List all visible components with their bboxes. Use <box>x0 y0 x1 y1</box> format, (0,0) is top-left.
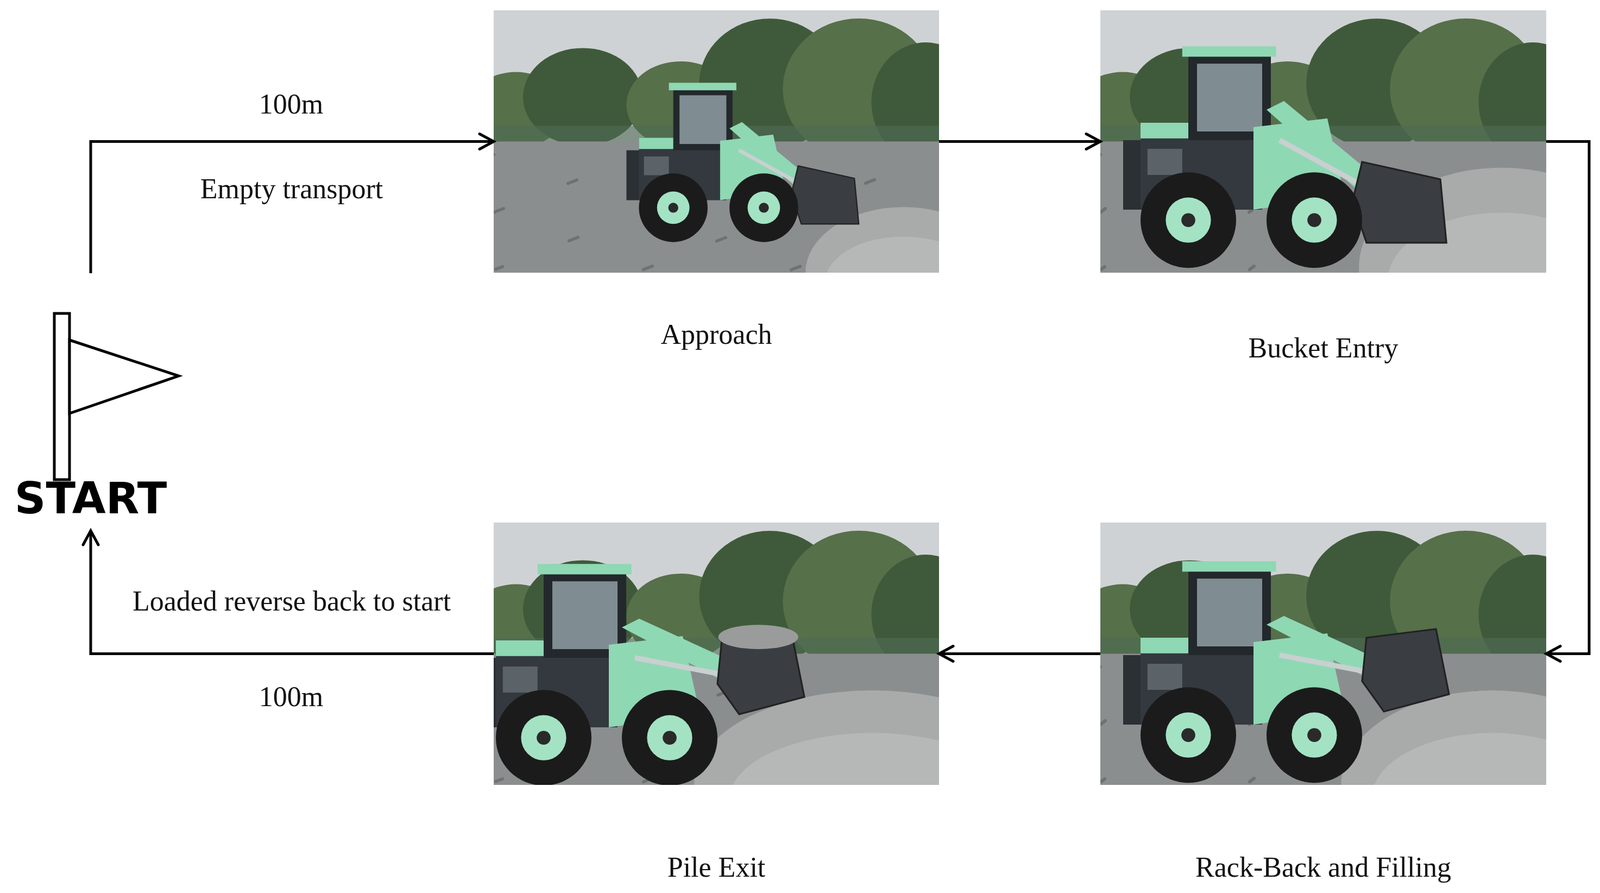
illustration-part <box>1182 561 1277 572</box>
illustration-part <box>493 522 940 785</box>
illustration-part <box>493 10 940 273</box>
illustration-part <box>501 206 506 211</box>
photo-panel: Rack-Back and Filling <box>1100 522 1547 785</box>
edge-label: Empty transport <box>200 172 384 206</box>
illustration-part <box>1362 628 1450 712</box>
distance-label: 100m <box>259 680 324 714</box>
illustration-part <box>723 235 728 239</box>
start-marker: START <box>6 309 175 525</box>
illustration-part <box>520 715 566 761</box>
illustration-part <box>646 715 692 761</box>
illustration-part <box>493 563 805 785</box>
illustration-part <box>1252 264 1256 268</box>
illustration-part <box>1123 561 1450 783</box>
illustration-part <box>69 339 179 414</box>
illustration-part <box>626 82 859 242</box>
illustration-part <box>1371 732 1547 785</box>
illustration-part <box>1165 197 1211 243</box>
illustration-part <box>634 657 727 676</box>
illustration-part <box>657 191 690 225</box>
illustration-part <box>500 777 505 781</box>
illustration-part <box>758 202 769 213</box>
illustration-part <box>1123 46 1447 268</box>
illustration-part <box>1352 161 1447 243</box>
illustration-part <box>872 178 877 182</box>
illustration-part <box>1266 172 1363 268</box>
illustration-part <box>1181 727 1196 742</box>
step-caption: Bucket Entry <box>1248 331 1399 365</box>
illustration-part <box>1100 153 1102 157</box>
illustration-part <box>575 178 579 182</box>
illustration-part <box>54 313 70 480</box>
step-caption: Rack-Back and Filling <box>1195 851 1452 884</box>
illustration-part <box>536 730 551 745</box>
illustration-part <box>576 235 580 239</box>
illustration-part <box>1252 776 1256 780</box>
flow-arrow <box>1546 141 1590 654</box>
illustration-part <box>1100 665 1102 669</box>
illustration-part <box>1291 197 1337 243</box>
step-caption: Approach <box>660 318 772 351</box>
illustration-part <box>747 191 781 225</box>
illustration-part <box>1266 687 1363 783</box>
illustration-part <box>1140 172 1237 268</box>
illustration-part <box>1182 46 1277 57</box>
illustration-part <box>1307 212 1322 228</box>
illustration-part <box>1140 687 1237 783</box>
illustration-part <box>537 563 632 575</box>
illustration-part <box>552 581 618 650</box>
illustration-part <box>638 173 708 243</box>
illustration-part <box>798 264 802 268</box>
illustration-part <box>729 732 940 785</box>
illustration-part <box>791 165 859 224</box>
step-caption: Pile Exit <box>667 851 766 884</box>
illustration-part <box>500 265 505 269</box>
illustration-part <box>1197 63 1263 132</box>
illustration-part <box>668 202 678 213</box>
illustration-part <box>1279 654 1371 673</box>
illustration-part <box>1100 522 1547 785</box>
illustration-part <box>1340 690 1547 785</box>
start-label: START <box>14 474 167 524</box>
photo-panel: Approach <box>493 10 940 273</box>
illustration-part <box>1103 265 1107 269</box>
illustration-part <box>718 624 799 650</box>
illustration-part <box>1307 727 1322 742</box>
illustration-part <box>1147 663 1183 690</box>
illustration-part <box>493 153 496 157</box>
illustration-part <box>1103 206 1107 211</box>
illustration-part <box>1100 10 1547 273</box>
illustration-part <box>502 666 538 693</box>
illustration-part <box>1147 148 1183 175</box>
flow-arrow <box>90 530 494 654</box>
photo-panel: Bucket Entry <box>1100 10 1547 273</box>
illustration-part <box>669 82 737 91</box>
illustration-part <box>679 95 727 144</box>
illustration-part <box>662 730 677 745</box>
photo-panel: Pile Exit <box>493 522 940 785</box>
illustration-part <box>694 690 940 785</box>
illustration-part <box>650 264 654 268</box>
illustration-part <box>729 173 798 243</box>
illustration-part <box>1103 719 1107 723</box>
edge-label: Loaded reverse back to start <box>132 584 451 618</box>
illustration-part <box>1197 578 1263 647</box>
illustration-part <box>644 156 670 176</box>
illustration-part <box>495 689 592 785</box>
flow-arrow <box>939 140 1101 143</box>
illustration-part <box>1165 712 1211 758</box>
illustration-part <box>1103 777 1107 781</box>
illustration-part <box>1291 712 1337 758</box>
illustration-part <box>824 236 940 273</box>
illustration-part <box>1181 212 1196 228</box>
flow-arrow <box>939 652 1101 655</box>
distance-label: 100m <box>259 87 324 121</box>
flow-arrow <box>90 141 494 274</box>
illustration-part <box>621 689 718 785</box>
